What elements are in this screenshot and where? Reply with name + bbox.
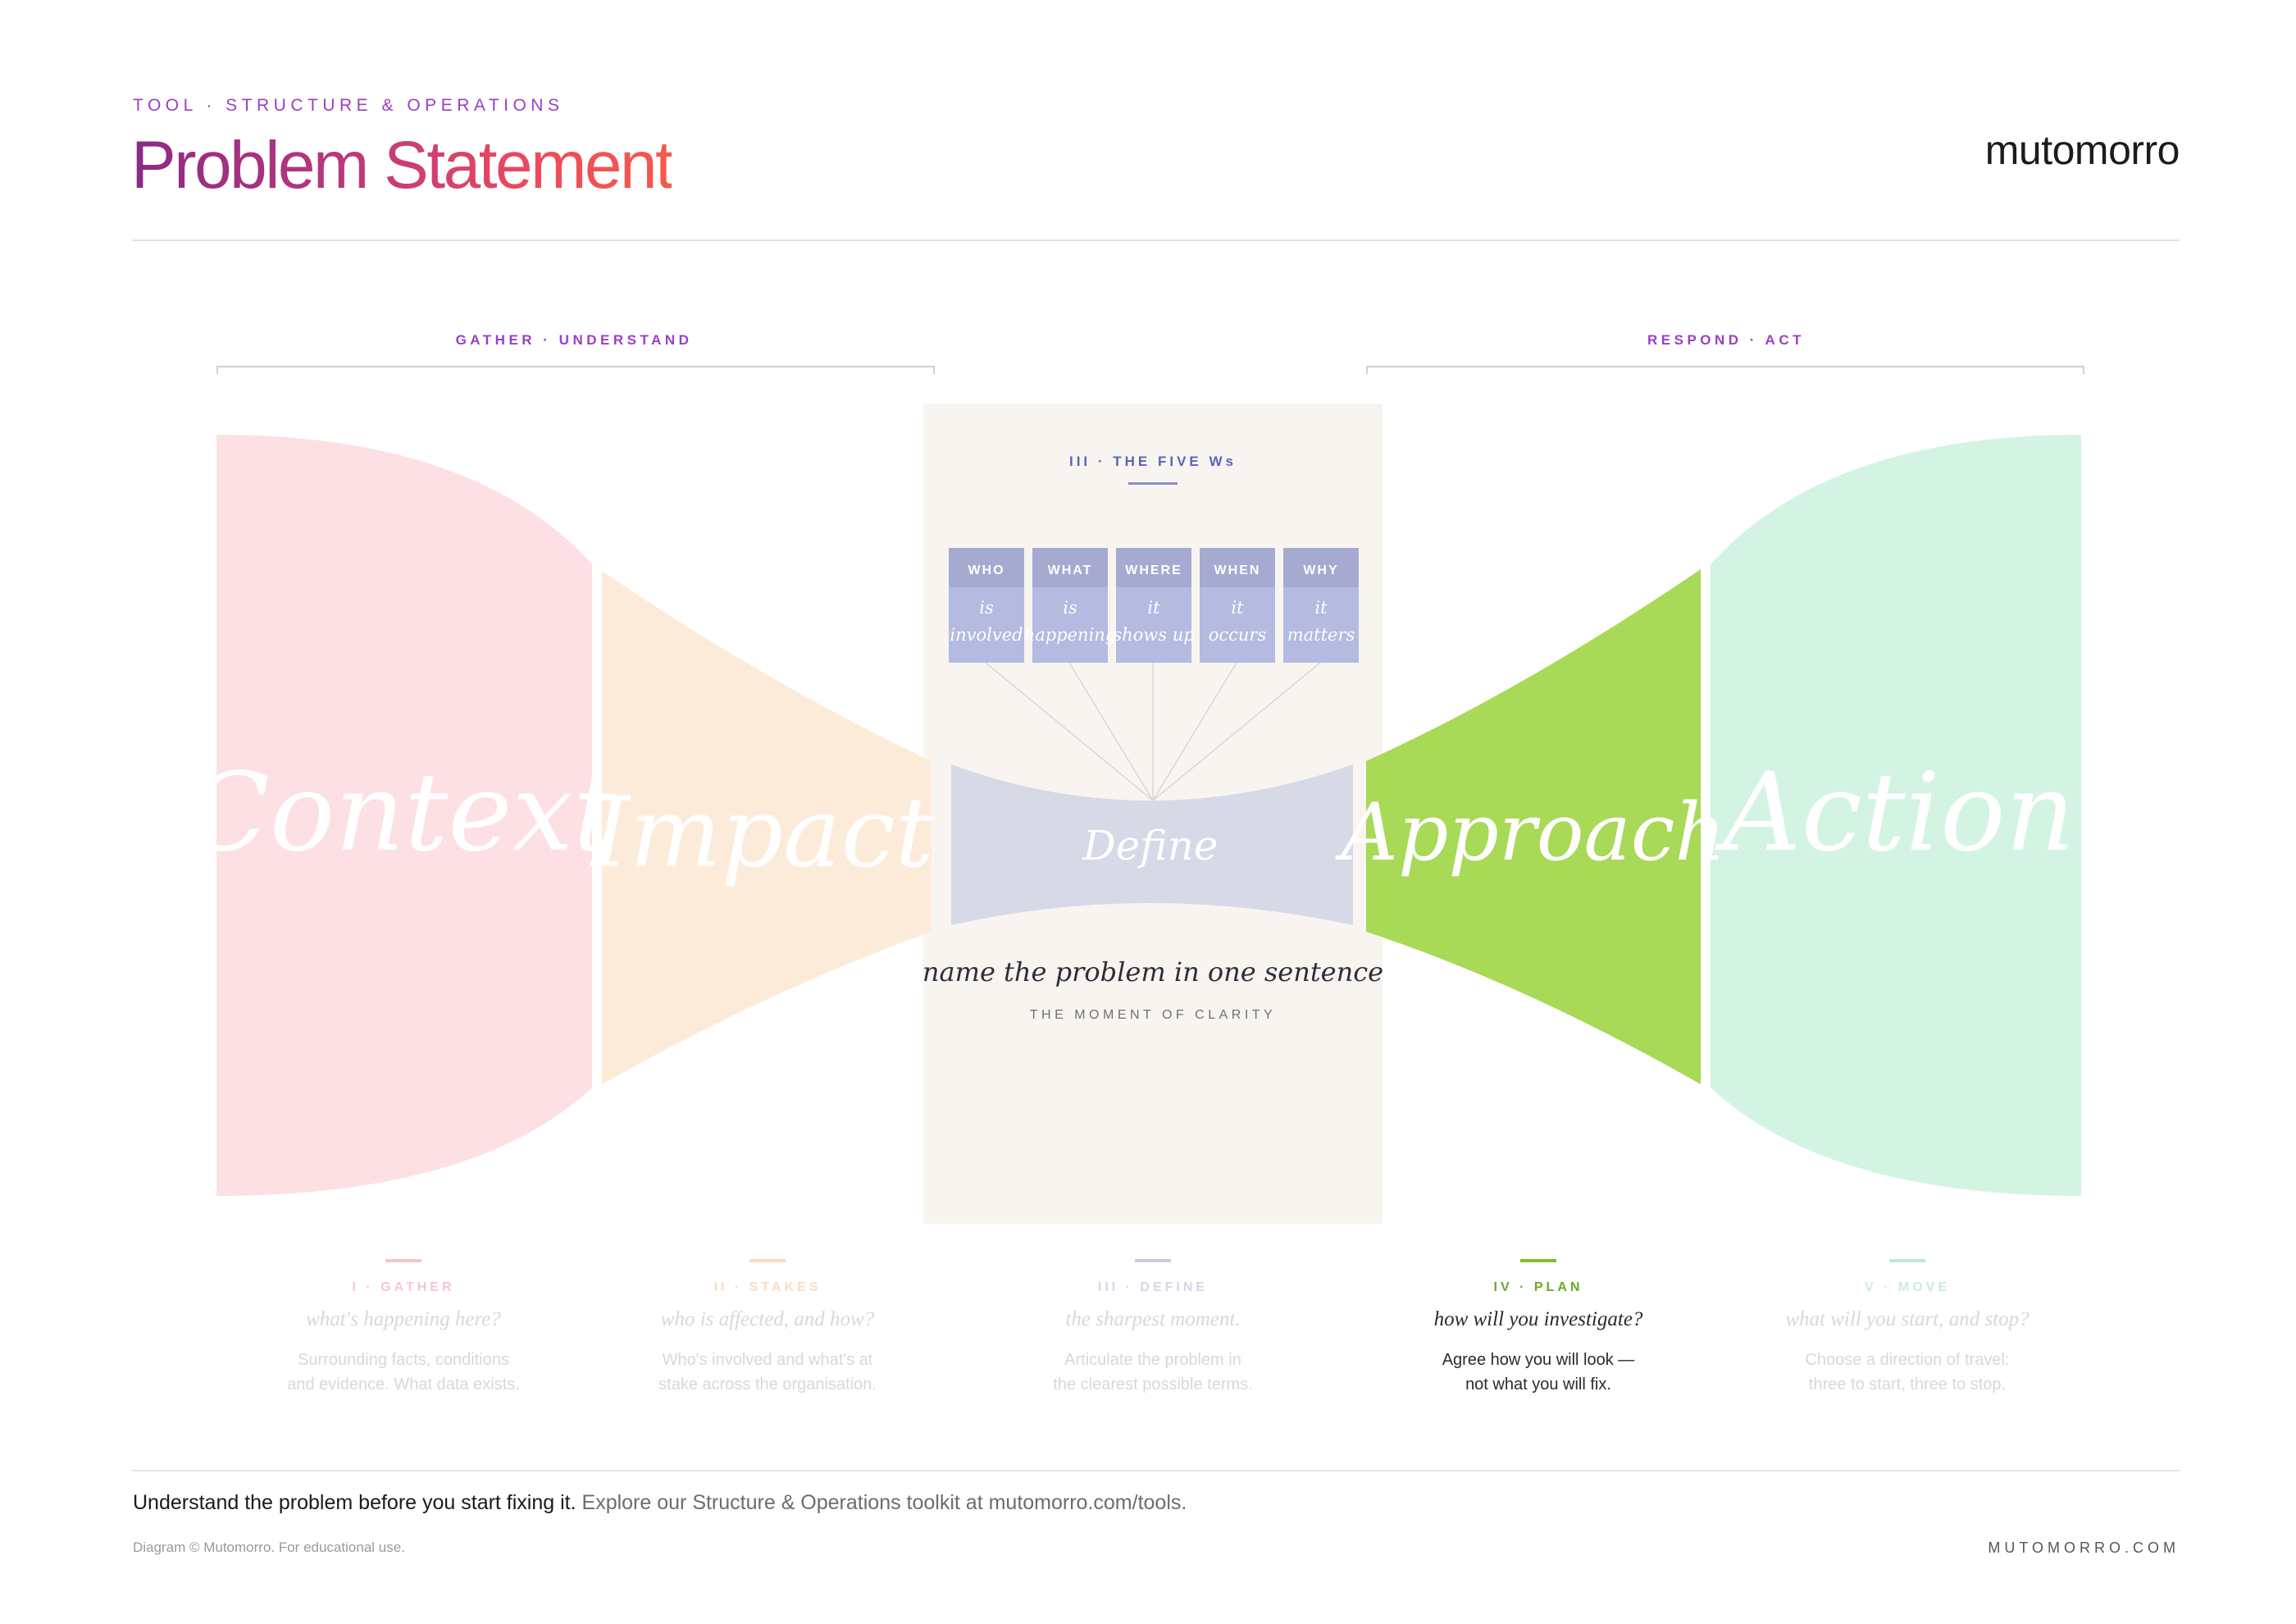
- column-desc: Articulate the problem in the clearest p…: [960, 1348, 1346, 1397]
- header-divider: [132, 239, 2180, 241]
- stage-action-shape: [1711, 435, 2081, 1196]
- svg-text:shows up: shows up: [1113, 625, 1194, 645]
- stage-context-shape: [216, 435, 592, 1196]
- svg-text:WHY: WHY: [1303, 563, 1338, 577]
- bracket-gather-understand: [216, 366, 935, 374]
- column-desc-line: three to start, three to stop.: [1808, 1375, 2007, 1394]
- svg-text:is: is: [979, 598, 994, 618]
- column-desc-line: Choose a direction of travel:: [1805, 1351, 2010, 1369]
- column-label: IV · PLAN: [1493, 1280, 1583, 1294]
- svg-text:WHAT: WHAT: [1048, 563, 1093, 577]
- column-desc: Agree how you will look — not what you w…: [1346, 1348, 1731, 1397]
- column-define: III · DEFINE the sharpest moment. Articu…: [960, 1259, 1346, 1397]
- column-question: who is affected, and how?: [660, 1308, 875, 1330]
- define-statement: name the problem in one sentence: [922, 956, 1383, 988]
- five-ws-box-when: WHEN it occurs: [1200, 548, 1275, 663]
- column-desc: Who's involved and what's at stake acros…: [575, 1348, 960, 1397]
- column-accent: [385, 1259, 421, 1262]
- five-ws-title: III · THE FIVE Ws: [1069, 454, 1237, 469]
- column-accent: [1889, 1259, 1925, 1262]
- five-ws-connectors: [985, 662, 1321, 801]
- column-desc-line: stake across the organisation.: [658, 1375, 877, 1394]
- five-ws-box-what: WHAT is happening: [1024, 548, 1117, 663]
- copyright-note: Diagram © Mutomorro. For educational use…: [133, 1540, 405, 1555]
- column-desc-line: the clearest possible terms.: [1053, 1375, 1253, 1394]
- stage-impact-shape: [602, 571, 932, 1084]
- site-link[interactable]: MUTOMORRO.COM: [1988, 1540, 2180, 1556]
- group-label-respond-act: RESPOND · ACT: [1647, 332, 1805, 348]
- stage-action-label: Action: [1715, 750, 2075, 876]
- column-desc-line: Who's involved and what's at: [662, 1351, 873, 1369]
- svg-text:it: it: [1231, 598, 1244, 618]
- column-label: III · DEFINE: [1097, 1280, 1209, 1294]
- footer-rest: Explore our Structure & Operations toolk…: [576, 1491, 1187, 1514]
- column-accent: [749, 1259, 786, 1262]
- stage-context-label: Context: [187, 750, 617, 876]
- column-label: V · MOVE: [1864, 1280, 1950, 1294]
- column-desc-line: Articulate the problem in: [1064, 1351, 1241, 1369]
- svg-text:WHERE: WHERE: [1125, 563, 1182, 577]
- svg-text:occurs: occurs: [1209, 625, 1267, 645]
- svg-text:matters: matters: [1287, 625, 1355, 645]
- column-question: what will you start, and stop?: [1785, 1308, 2029, 1330]
- column-gather: I · GATHER what's happening here? Surrou…: [211, 1259, 596, 1397]
- five-ws-box-why: WHY it matters: [1283, 548, 1359, 663]
- five-ws-box-who: WHO is involved: [949, 548, 1024, 663]
- column-accent: [1520, 1259, 1556, 1262]
- svg-text:WHO: WHO: [968, 563, 1004, 577]
- footer-lead: Understand the problem before you start …: [133, 1491, 576, 1514]
- svg-text:involved: involved: [950, 625, 1023, 645]
- stage-approach-shape: [1366, 569, 1701, 1084]
- eyebrow-label: TOOL · STRUCTURE & OPERATIONS: [133, 96, 564, 115]
- stage-impact-label: Impact: [590, 776, 934, 889]
- svg-text:it: it: [1147, 598, 1160, 618]
- stage-approach-label: Approach: [1335, 787, 1726, 878]
- footer-divider: [132, 1470, 2180, 1471]
- column-desc: Choose a direction of travel: three to s…: [1715, 1348, 2100, 1397]
- define-caption: THE MOMENT OF CLARITY: [1030, 1008, 1276, 1022]
- column-plan: IV · PLAN how will you investigate? Agre…: [1346, 1259, 1731, 1397]
- brand-logo[interactable]: mutomorro: [1984, 127, 2180, 173]
- column-desc: Surrounding facts, conditions and eviden…: [211, 1348, 596, 1397]
- stage-define-label: Define: [1082, 822, 1219, 869]
- column-stakes: II · STAKES who is affected, and how? Wh…: [575, 1259, 960, 1397]
- column-label: I · GATHER: [352, 1280, 455, 1294]
- svg-text:WHEN: WHEN: [1214, 563, 1261, 577]
- five-ws-underline: [1128, 482, 1178, 485]
- column-desc-line: Surrounding facts, conditions: [298, 1351, 509, 1369]
- svg-text:it: it: [1314, 598, 1328, 618]
- footer-message: Understand the problem before you start …: [133, 1491, 1187, 1515]
- column-desc-line: and evidence. What data exists.: [287, 1375, 520, 1394]
- column-question: what's happening here?: [306, 1308, 501, 1330]
- column-question: the sharpest moment.: [1065, 1308, 1241, 1330]
- page-title: Problem Statement: [131, 128, 674, 203]
- column-desc-line: not what you will fix.: [1465, 1375, 1611, 1394]
- column-move: V · MOVE what will you start, and stop? …: [1715, 1259, 2100, 1397]
- bracket-respond-act: [1366, 366, 2084, 374]
- svg-text:happening: happening: [1024, 625, 1117, 645]
- column-label: II · STAKES: [713, 1280, 822, 1294]
- group-label-gather-understand: GATHER · UNDERSTAND: [455, 332, 693, 348]
- column-desc-line: Agree how you will look —: [1442, 1351, 1635, 1369]
- column-accent: [1135, 1259, 1171, 1262]
- five-ws-box-where: WHERE it shows up: [1113, 548, 1195, 663]
- svg-text:is: is: [1063, 598, 1077, 618]
- column-question: how will you investigate?: [1433, 1308, 1643, 1330]
- stage-define-shape: [951, 764, 1353, 925]
